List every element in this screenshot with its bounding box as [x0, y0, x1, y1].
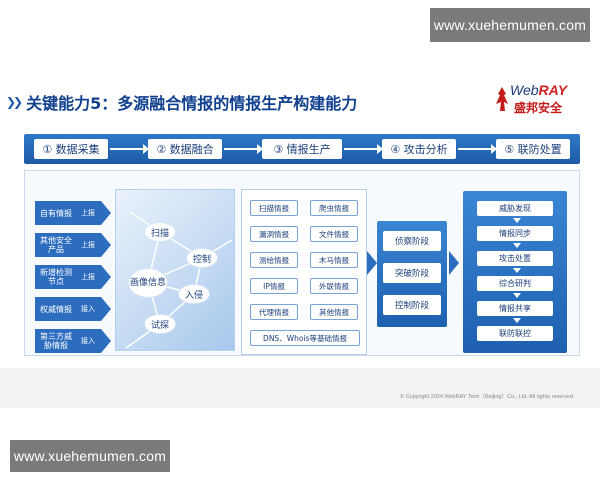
source-label: 自有情报 — [40, 208, 72, 218]
response-column: 威胁发现 情报同步 攻击处置 综合研判 情报共享 联防联控 — [463, 191, 567, 353]
fusion-node: 画像信息 — [128, 268, 168, 298]
source-tag: 接入 — [81, 337, 95, 345]
arrow-down-icon — [513, 293, 521, 298]
footer-band — [0, 368, 600, 408]
source-item: 权威情报 接入 — [35, 297, 101, 321]
pipeline-bar: ① 数据采集 ② 数据融合 ③ 情报生产 ④ 攻击分析 ⑤ 联防处置 — [24, 134, 580, 164]
fusion-network: 扫描 控制 画像信息 入侵 试探 — [115, 189, 235, 351]
response-item: 综合研判 — [477, 276, 553, 291]
response-item: 情报共享 — [477, 301, 553, 316]
arrow-right-icon — [101, 265, 111, 289]
arrow-right-icon — [101, 329, 111, 353]
response-item: 威胁发现 — [477, 201, 553, 216]
fusion-node: 控制 — [186, 248, 218, 268]
slide-title: 关键能力5：多源融合情报的情报生产构建能力 — [26, 94, 358, 113]
intel-item: 木马情报 — [310, 252, 358, 268]
arrow-down-icon — [513, 268, 521, 273]
brand-chinese-name: 盛邦安全 — [514, 101, 563, 115]
intel-item: 测绘情报 — [250, 252, 298, 268]
intel-item: 代理情报 — [250, 304, 298, 320]
watermark-top: www.xuehemumen.com — [430, 8, 590, 42]
slide: ❯❯ 关键能力5：多源融合情报的情报生产构建能力 WebRAY 盛邦安全 ① 数… — [0, 72, 600, 408]
intel-item: 漏洞情报 — [250, 226, 298, 242]
source-tag: 上报 — [81, 241, 95, 249]
intel-item-wide: DNS、Whois等基础情报 — [250, 330, 360, 346]
source-item: 第三方威胁情报 接入 — [35, 329, 101, 353]
source-tag: 接入 — [81, 305, 95, 313]
source-label: 第三方威胁情报 — [40, 332, 72, 350]
brand-ray: RAY — [538, 82, 568, 98]
intel-production-box: 扫描情报 爬虫情报 漏洞情报 文件情报 测绘情报 木马情报 IP情报 外联情报 … — [241, 189, 367, 355]
response-item: 情报同步 — [477, 226, 553, 241]
source-tag: 上报 — [81, 273, 95, 281]
slide-title-row: ❯❯ 关键能力5：多源融合情报的情报生产构建能力 — [6, 90, 357, 114]
intel-item: 其他情报 — [310, 304, 358, 320]
source-tag: 上报 — [81, 209, 95, 217]
intel-item: IP情报 — [250, 278, 298, 294]
response-item: 攻击处置 — [477, 251, 553, 266]
arrow-right-icon — [101, 201, 111, 225]
process-panel: 自有情报 上报 其他安全产品 上报 新增检测节点 上报 权威情报 接入 第三方威… — [24, 170, 580, 356]
arrow-right-icon — [367, 251, 377, 275]
pipeline-step: ⑤ 联防处置 — [496, 139, 570, 159]
arrow-down-icon — [513, 243, 521, 248]
arrow-right-icon — [449, 251, 459, 275]
source-label: 新增检测节点 — [40, 268, 72, 286]
watermark-bottom: www.xuehemumen.com — [10, 440, 170, 472]
brand-web: Web — [510, 82, 539, 98]
pipeline-step: ③ 情报生产 — [262, 139, 342, 159]
brand-wordmark: WebRAY — [510, 82, 567, 98]
arrow-right-icon — [101, 297, 111, 321]
pipeline-step: ② 数据融合 — [148, 139, 222, 159]
pipeline-arrow — [224, 144, 263, 154]
intel-item: 爬虫情报 — [310, 200, 358, 216]
pipeline-step: ④ 攻击分析 — [382, 139, 456, 159]
arrow-right-icon — [101, 233, 111, 257]
pipeline-arrow — [458, 144, 497, 154]
intel-item: 扫描情报 — [250, 200, 298, 216]
fusion-node: 扫描 — [144, 222, 176, 242]
arrow-down-icon — [513, 318, 521, 323]
pipeline-step: ① 数据采集 — [34, 139, 108, 159]
pipeline-arrow — [344, 144, 383, 154]
pipeline-arrow — [110, 144, 149, 154]
fusion-node: 入侵 — [178, 284, 210, 304]
double-chevron-icon: ❯❯ — [6, 95, 23, 109]
source-item: 其他安全产品 上报 — [35, 233, 101, 257]
intel-item: 外联情报 — [310, 278, 358, 294]
attack-stage: 侦察阶段 — [383, 231, 441, 251]
brand-logo: WebRAY 盛邦安全 — [492, 82, 582, 116]
attack-stage: 控制阶段 — [383, 295, 441, 315]
arrow-down-icon — [513, 218, 521, 223]
intel-item: 文件情报 — [310, 226, 358, 242]
response-item: 联防联控 — [477, 326, 553, 341]
source-label: 权威情报 — [40, 304, 72, 314]
attack-stage-column: 侦察阶段 突破阶段 控制阶段 — [377, 221, 447, 327]
source-label: 其他安全产品 — [40, 236, 72, 254]
copyright-text: © Copyright 2024 WebRAY Tech（Beijing）Co.… — [400, 394, 575, 400]
fusion-node: 试探 — [144, 314, 176, 334]
source-item: 自有情报 上报 — [35, 201, 101, 225]
warrior-logo-icon — [496, 87, 508, 111]
source-item: 新增检测节点 上报 — [35, 265, 101, 289]
attack-stage: 突破阶段 — [383, 263, 441, 283]
